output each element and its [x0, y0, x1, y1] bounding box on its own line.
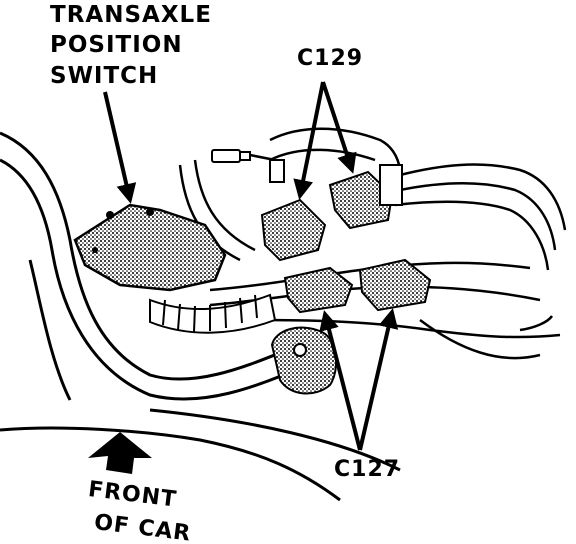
- c129-connector-pair: [260, 164, 403, 262]
- c127-label: C127: [334, 457, 401, 482]
- leader-arrows: [103, 81, 399, 451]
- c129-label: C129: [297, 46, 364, 71]
- c129-arrow-left: [293, 81, 325, 200]
- c129-arrow-right: [321, 81, 357, 174]
- mounting-bracket: [270, 326, 338, 395]
- corrugated-conduit: [149, 293, 277, 334]
- switch-label-line2: POSITION: [50, 32, 183, 58]
- c127-connector-pair: [283, 258, 432, 314]
- c127-arrow-left: [319, 310, 362, 451]
- switch-leader-arrow: [103, 91, 137, 204]
- pigtail-connector: [211, 149, 285, 183]
- vehicle-body-outline: [0, 131, 401, 502]
- switch-label-line3: SWITCH: [50, 63, 159, 89]
- c127-arrow-right: [358, 308, 399, 451]
- switch-label-line1: TRANSAXLE: [50, 2, 212, 28]
- front-direction-arrow: [88, 432, 152, 474]
- transaxle-position-switch: [73, 203, 227, 292]
